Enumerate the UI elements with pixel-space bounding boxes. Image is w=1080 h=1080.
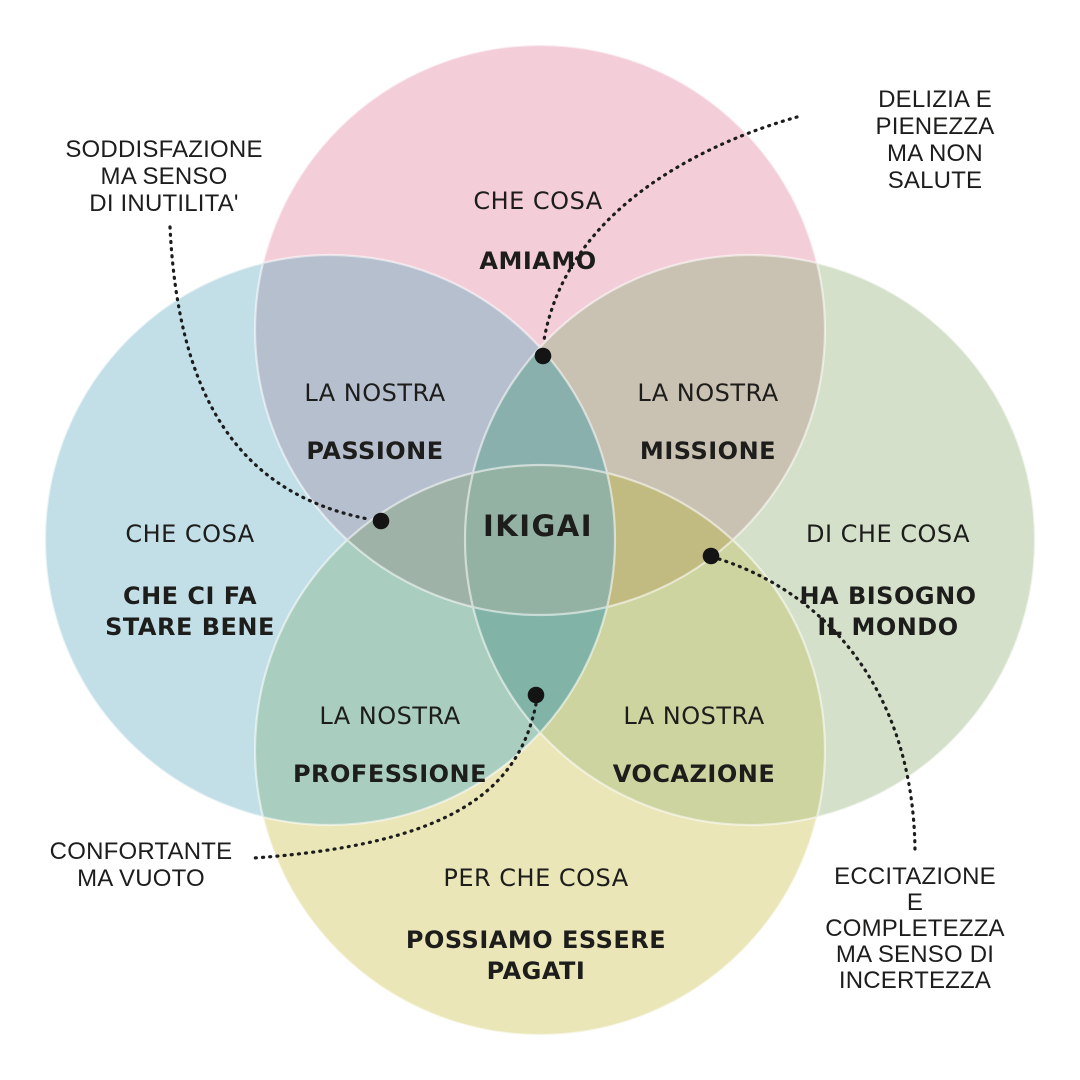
- label-passione-prefix: LA NOSTRA: [304, 379, 446, 407]
- label-left-circle: CHE COSA CHE CI FA STARE BENE: [105, 488, 275, 674]
- annotation-bottom-right: ECCITAZIONE E COMPLETEZZA MA SENSO DI IN…: [825, 863, 1005, 994]
- leader-line-bottom-left: [252, 702, 538, 860]
- label-professione-name: PROFESSIONE: [292, 760, 488, 788]
- annotation-bottom-left: CONFORTANTE MA VUOTO: [49, 838, 233, 892]
- circle-outline-bottom: [253, 463, 827, 1037]
- label-top-circle-bold: AMIAMO: [479, 247, 597, 275]
- anchor-dot-bottom: [527, 686, 545, 704]
- label-vocazione-prefix: LA NOSTRA: [623, 702, 765, 730]
- label-professione: LA NOSTRA PROFESSIONE: [293, 673, 487, 818]
- annotation-top-right: DELIZIA E PIENEZZA MA NON SALUTE: [875, 86, 995, 194]
- center-title: IKIGAI: [482, 509, 594, 543]
- circle-outline-top: [253, 43, 827, 617]
- label-left-circle-regular: CHE COSA: [125, 520, 255, 548]
- circle-outline-left: [43, 253, 617, 827]
- circle-outline-right: [463, 253, 1037, 827]
- anchor-dot-top: [534, 347, 552, 365]
- leader-line-top-left: [168, 225, 370, 521]
- label-right-circle-bold: HA BISOGNO IL MONDO: [799, 582, 977, 641]
- label-top-circle: CHE COSA AMIAMO: [473, 156, 602, 306]
- label-bottom-circle-bold: POSSIAMO ESSERE PAGATI: [405, 926, 667, 985]
- label-passione: LA NOSTRA PASSIONE: [304, 350, 445, 495]
- label-bottom-circle: PER CHE COSA POSSIAMO ESSERE PAGATI: [406, 832, 666, 1018]
- label-missione-prefix: LA NOSTRA: [637, 379, 779, 407]
- label-left-circle-bold: CHE CI FA STARE BENE: [105, 582, 275, 641]
- label-passione-name: PASSIONE: [306, 437, 444, 465]
- annotation-top-left: SODDISFAZIONE MA SENSO DI INUTILITA': [65, 136, 263, 217]
- label-vocazione-name: VOCAZIONE: [612, 760, 776, 788]
- label-missione-name: MISSIONE: [639, 437, 777, 465]
- label-professione-prefix: LA NOSTRA: [319, 702, 461, 730]
- label-missione: LA NOSTRA MISSIONE: [637, 350, 778, 495]
- leader-line-top-right: [542, 115, 799, 342]
- label-right-circle-regular: DI CHE COSA: [805, 520, 971, 548]
- circle-outlines: [43, 43, 1037, 1037]
- leader-line-bottom-right: [717, 557, 917, 852]
- anchor-dot-left: [372, 512, 390, 530]
- label-bottom-circle-regular: PER CHE COSA: [443, 864, 629, 892]
- label-right-circle: DI CHE COSA HA BISOGNO IL MONDO: [799, 488, 976, 674]
- label-vocazione: LA NOSTRA VOCAZIONE: [613, 673, 775, 818]
- label-top-circle-regular: CHE COSA: [473, 187, 603, 215]
- anchor-dot-right: [702, 547, 720, 565]
